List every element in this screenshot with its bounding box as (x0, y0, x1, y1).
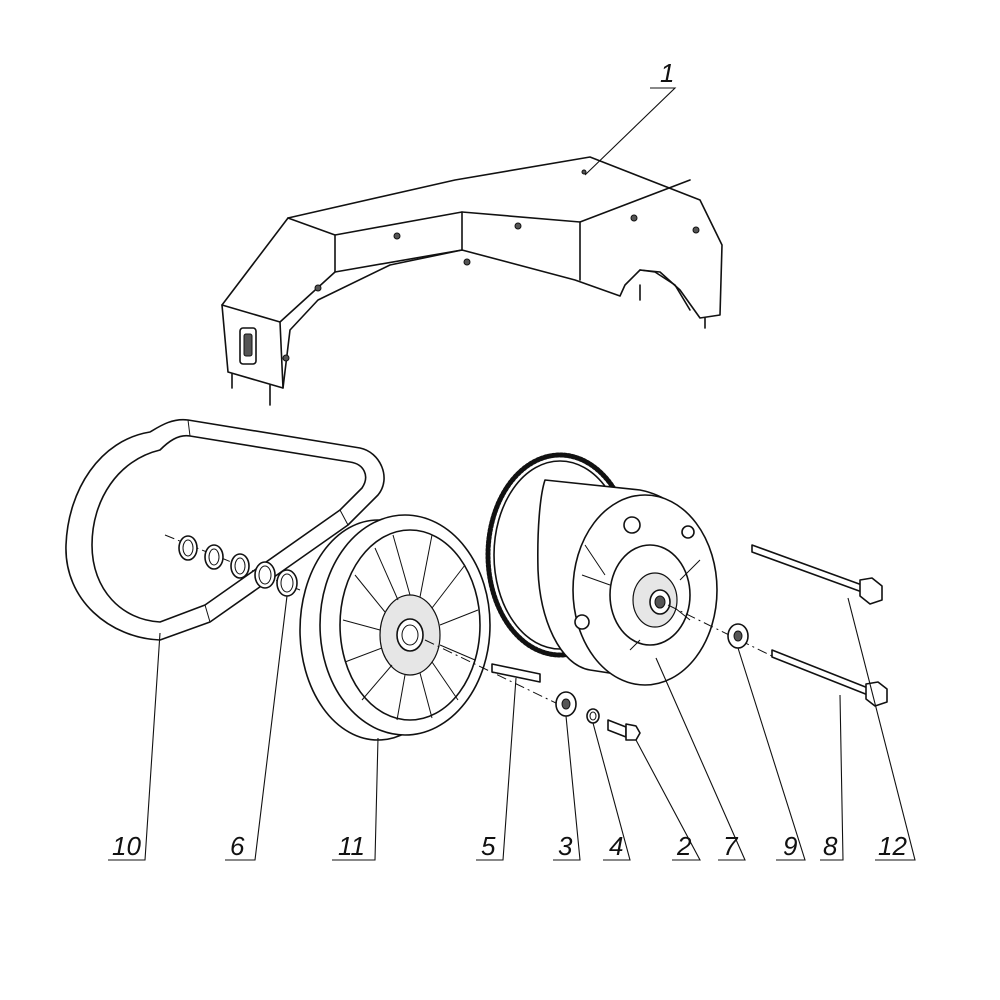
callout-10: 10 (112, 831, 141, 861)
callout-6: 6 (230, 831, 245, 861)
clutch-washer (667, 604, 781, 661)
spacer-rings (164, 534, 301, 597)
callout-1: 1 (660, 58, 674, 88)
callout-3: 3 (558, 831, 573, 861)
leader-lines (108, 87, 916, 861)
belt-guard-cover (221, 156, 723, 406)
callout-9: 9 (783, 831, 797, 861)
callout-2: 2 (676, 831, 692, 861)
lock-washer (586, 708, 600, 724)
callout-11: 11 (338, 831, 365, 861)
callout-labels: 1 10 6 11 5 3 4 2 7 9 8 12 (112, 58, 907, 861)
callout-12: 12 (878, 831, 907, 861)
v-belt (65, 418, 385, 641)
hex-bolt (607, 719, 641, 741)
driven-pulley (299, 514, 491, 741)
shaft-key (424, 639, 561, 706)
callout-5: 5 (481, 831, 496, 861)
callout-7: 7 (723, 831, 739, 861)
long-bolt-lower (771, 649, 888, 707)
drive-clutch-flywheel (485, 452, 718, 686)
flat-washer (555, 691, 577, 717)
long-bolt-upper (751, 544, 883, 605)
callout-4: 4 (609, 831, 623, 861)
callout-8: 8 (823, 831, 838, 861)
